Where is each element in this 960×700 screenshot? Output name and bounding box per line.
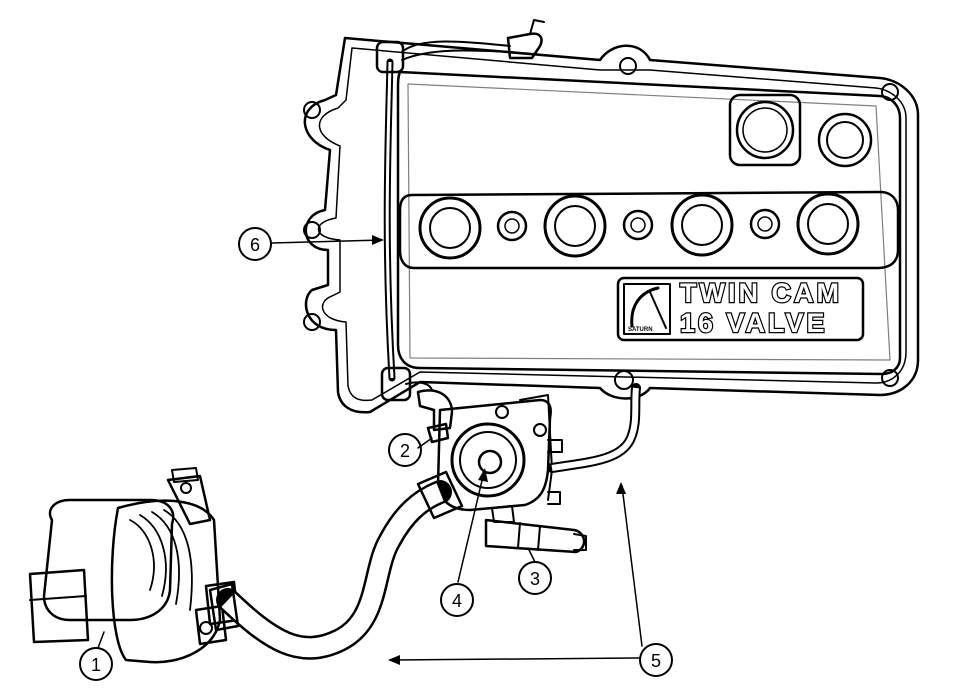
callout-3: 3	[518, 561, 552, 595]
pcv-plug	[817, 112, 873, 168]
sensor-3	[484, 505, 587, 554]
callout-4: 4	[440, 583, 474, 617]
brand-text: SATURN	[628, 327, 653, 333]
valve-cover: SATURN TWIN CAM 16 VALVE	[303, 36, 920, 414]
callout-6: 6	[238, 227, 272, 261]
callout-2: 2	[388, 433, 422, 467]
air-hoses	[208, 383, 641, 660]
logo-line1: TWIN CAM	[680, 278, 842, 308]
spark-plug-wells	[398, 190, 900, 270]
callout-4-label: 4	[452, 591, 462, 611]
breather-hose	[375, 19, 545, 402]
callout-1: 1	[79, 647, 113, 681]
oil-filler-cap	[728, 93, 802, 167]
callout-5-label: 5	[651, 651, 661, 671]
callout-3-label: 3	[530, 569, 540, 589]
hose-elbow	[405, 381, 454, 432]
air-valve-1	[28, 467, 240, 664]
callout-2-label: 2	[400, 441, 410, 461]
logo-line2: 16 VALVE	[680, 308, 828, 338]
callout-1-label: 1	[91, 655, 101, 675]
callout-6-label: 6	[250, 235, 260, 255]
callout-5: 5	[639, 643, 673, 677]
cover-logo-plate: SATURN TWIN CAM 16 VALVE	[616, 276, 865, 342]
leader-lines	[97, 235, 643, 665]
